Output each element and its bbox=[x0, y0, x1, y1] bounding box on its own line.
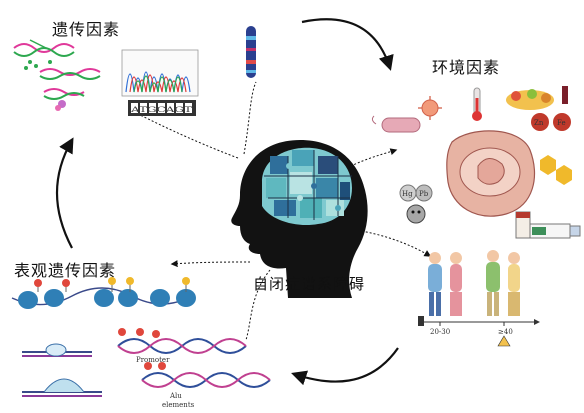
thermometer-icon bbox=[472, 87, 482, 121]
pathogen-bacteria-virus-icon bbox=[371, 96, 442, 133]
promoter-dna-methylation-helix bbox=[117, 328, 247, 354]
cycle-arrow-epigenetic-to-genetic bbox=[56, 137, 74, 249]
environmental-factors-heading: 环境因素 bbox=[432, 58, 501, 77]
alu-label-line2: elements bbox=[162, 401, 195, 409]
connector-head-to-genetic bbox=[128, 109, 239, 159]
chromosome-icon bbox=[246, 26, 256, 78]
sequence-text: ATGCAGT bbox=[129, 106, 192, 114]
head-silhouette-with-puzzle-brain bbox=[231, 140, 368, 298]
genetic-factors-heading: 遗传因素 bbox=[52, 20, 121, 39]
connector-head-to-epigenetic-2 bbox=[245, 269, 271, 341]
connector-head-to-chromosome bbox=[243, 81, 257, 155]
element-hg-label: Hg bbox=[402, 190, 413, 198]
heavy-metals-icons bbox=[399, 184, 433, 224]
sequence-letter-blocks bbox=[128, 100, 196, 116]
connector-head-to-epigenetic-1 bbox=[170, 260, 251, 268]
histone-nucleosome-row bbox=[11, 277, 196, 309]
parental-age-figures bbox=[428, 250, 520, 316]
rna-dna-interaction-illustration bbox=[22, 343, 102, 397]
alu-label: Alu bbox=[169, 392, 182, 400]
element-zn-label: Zn bbox=[534, 119, 544, 127]
cycle-arrow-genetic-to-environment bbox=[301, 18, 394, 71]
pregnancy-fetus-illustration bbox=[446, 130, 536, 217]
alu-elements-dna-helix bbox=[141, 362, 271, 388]
age-tick-40-plus: ≥40 bbox=[498, 328, 513, 336]
cycle-arrow-environment-to-epigenetic bbox=[291, 347, 399, 386]
genetic-dna-replication-illustration bbox=[13, 39, 101, 111]
element-fe-label: Fe bbox=[557, 119, 566, 127]
age-tick-20-30: 20-30 bbox=[430, 328, 450, 336]
element-pb-label: Pb bbox=[419, 190, 429, 198]
epigenetic-factors-heading: 表观遗传因素 bbox=[14, 261, 117, 280]
age-timeline-axis bbox=[418, 316, 540, 347]
medication-icons bbox=[515, 211, 581, 239]
food-nutrition-icons bbox=[506, 86, 572, 185]
promoter-label: Promoter bbox=[136, 356, 170, 364]
center-label: 自闭症谱系障碍 bbox=[253, 275, 366, 293]
chromatogram-illustration bbox=[121, 49, 199, 97]
